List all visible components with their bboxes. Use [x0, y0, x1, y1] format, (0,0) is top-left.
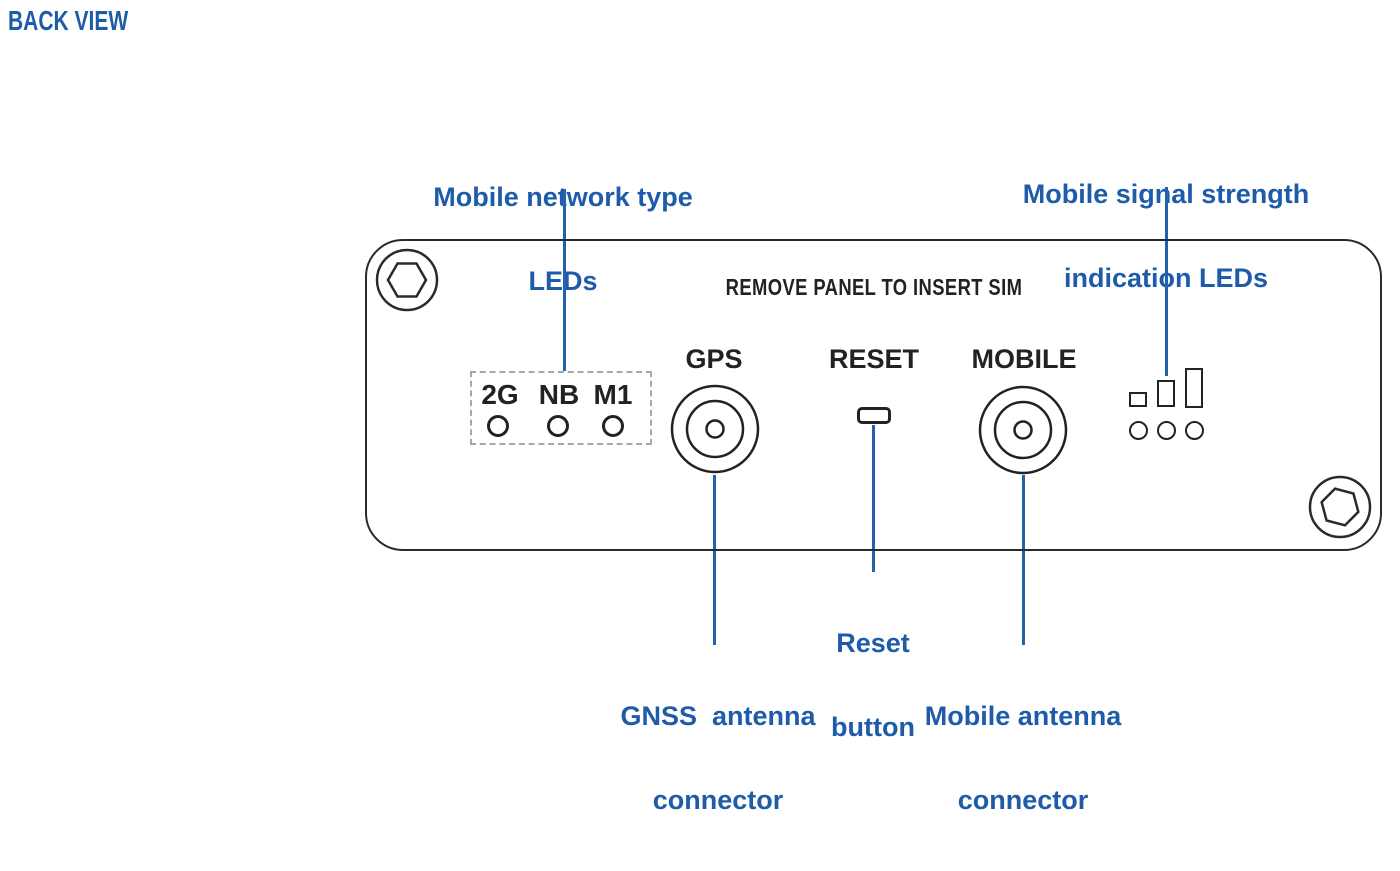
led-m1: [602, 415, 624, 437]
callout-line: connector: [652, 785, 784, 815]
leader-line-mobile-connector: [1022, 475, 1025, 645]
back-view-diagram: BACK VIEW Mobile network type LEDs Mobil…: [8, 5, 1382, 814]
signal-led-1: [1129, 421, 1148, 440]
gps-label: GPS: [685, 344, 743, 374]
led-label-2g: 2G: [481, 379, 519, 410]
leader-line-reset-button: [872, 425, 875, 572]
callout-network-type-leds: Mobile network type LEDs: [433, 127, 693, 351]
signal-bar-2: [1157, 380, 1175, 407]
mobile-antenna-connector: [978, 385, 1068, 475]
reset-label: RESET: [828, 344, 920, 374]
reset-button: [857, 407, 891, 424]
network-type-led-box: [470, 371, 652, 445]
callout-line: Mobile network type: [433, 182, 693, 212]
callout-mobile-connector: Mobile antenna connector: [925, 646, 1122, 870]
callout-signal-strength-leds: Mobile signal strength indication LEDs: [1023, 124, 1310, 348]
callout-line: GNSS antenna: [620, 701, 816, 731]
signal-led-2: [1157, 421, 1176, 440]
led-nb: [547, 415, 569, 437]
gnss-antenna-connector: [670, 384, 760, 474]
callout-line: indication LEDs: [1063, 263, 1269, 293]
page-title: BACK VIEW: [8, 5, 129, 36]
callout-reset-button: Reset button: [831, 573, 915, 797]
led-label-nb: NB: [538, 379, 580, 410]
signal-led-3: [1185, 421, 1204, 440]
callout-gnss-connector: GNSS antenna connector: [620, 646, 815, 870]
callout-line: LEDs: [433, 267, 693, 295]
device-panel: [365, 239, 1382, 551]
leader-line-gnss-connector: [713, 475, 716, 645]
signal-bar-1: [1129, 392, 1147, 407]
callout-line: button: [831, 712, 915, 742]
leader-line-signal-strength: [1165, 187, 1168, 376]
hex-screw-icon-top-left: [375, 248, 439, 312]
callout-line: Reset: [836, 628, 910, 658]
callout-line: Mobile signal strength: [1022, 179, 1310, 209]
callout-line: Mobile antenna: [924, 701, 1122, 731]
led-label-m1: M1: [593, 379, 633, 410]
leader-line-network-type: [563, 189, 566, 371]
callout-line: connector: [957, 785, 1089, 815]
mobile-label: MOBILE: [971, 344, 1077, 374]
led-2g: [487, 415, 509, 437]
signal-bar-3: [1185, 368, 1203, 408]
sim-notice-text: REMOVE PANEL TO INSERT SIM: [725, 274, 1023, 300]
hex-screw-icon-bottom-right: [1308, 475, 1372, 539]
